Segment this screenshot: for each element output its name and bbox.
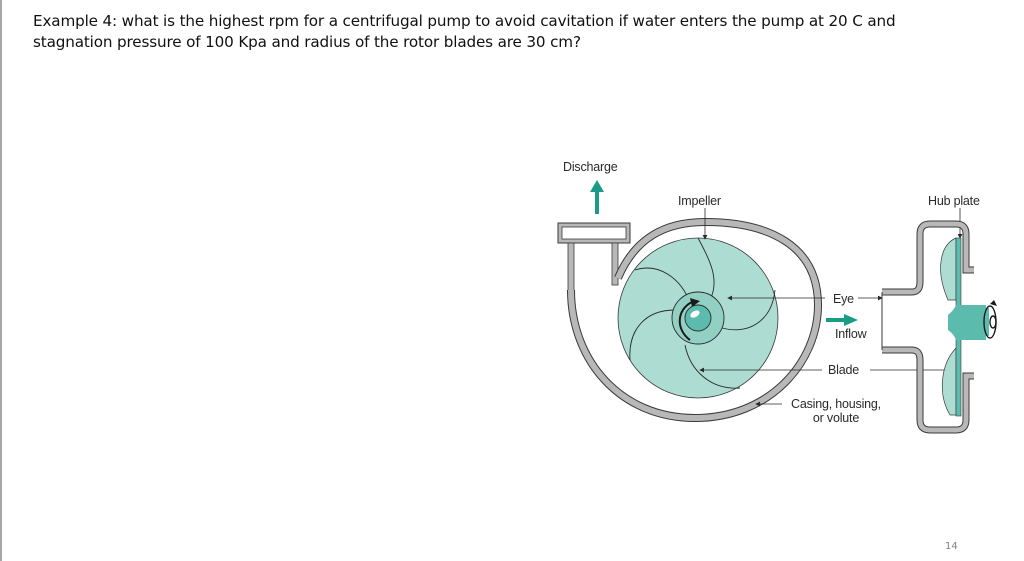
- left-margin-rule: [0, 0, 2, 561]
- hub-plate: [940, 237, 989, 417]
- question-line-2: stagnation pressure of 100 Kpa and radiu…: [33, 33, 581, 51]
- page-number: 14: [945, 541, 958, 552]
- label-hub-plate: Hub plate: [928, 194, 980, 208]
- question-text: Example 4: what is the highest rpm for a…: [33, 11, 993, 53]
- label-blade: Blade: [828, 363, 859, 377]
- impeller: [617, 237, 779, 399]
- label-inflow: Inflow: [835, 327, 867, 341]
- discharge-arrow-icon: [590, 180, 604, 214]
- label-casing-line2: or volute: [812, 411, 860, 425]
- question-line-1: Example 4: what is the highest rpm for a…: [33, 12, 896, 30]
- label-discharge: Discharge: [563, 160, 618, 174]
- label-eye: Eye: [833, 292, 854, 306]
- side-view-housing: [881, 220, 974, 434]
- centrifugal-pump-diagram: Discharge Impeller Hub plate Eye Inflow …: [550, 150, 1024, 440]
- inflow-arrow-icon: [826, 314, 858, 326]
- label-casing: Casing, housing, or volute: [784, 397, 888, 425]
- pump-illustration: [557, 180, 997, 434]
- volute-casing: [567, 217, 823, 423]
- label-casing-line1: Casing, housing,: [791, 397, 881, 411]
- shaft-rotation-icon: [983, 305, 997, 339]
- label-impeller: Impeller: [678, 194, 721, 208]
- discharge-outlet: [557, 222, 631, 244]
